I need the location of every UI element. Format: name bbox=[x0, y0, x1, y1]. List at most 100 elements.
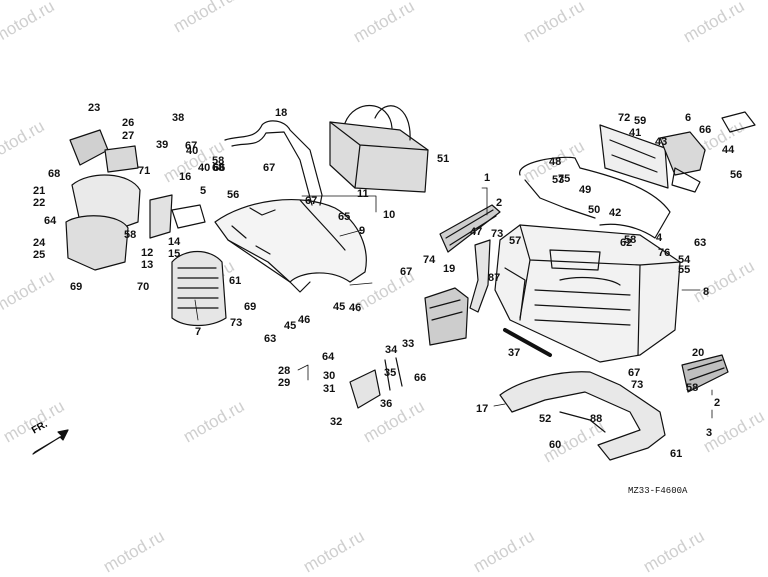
callout-4[interactable]: 4 bbox=[656, 232, 663, 244]
callout-17[interactable]: 17 bbox=[476, 403, 489, 415]
callout-19[interactable]: 19 bbox=[443, 263, 456, 275]
callout-45[interactable]: 45 bbox=[284, 320, 297, 332]
callout-50[interactable]: 50 bbox=[588, 204, 601, 216]
callout-41[interactable]: 41 bbox=[629, 127, 642, 139]
callout-40[interactable]: 40 bbox=[186, 145, 199, 157]
callout-66[interactable]: 66 bbox=[213, 162, 226, 174]
callout-2[interactable]: 2 bbox=[496, 197, 503, 209]
callout-45[interactable]: 45 bbox=[333, 301, 346, 313]
callout-73[interactable]: 73 bbox=[230, 317, 243, 329]
callout-2[interactable]: 2 bbox=[714, 397, 721, 409]
callout-24[interactable]: 24 bbox=[33, 237, 46, 249]
callout-9[interactable]: 9 bbox=[359, 225, 366, 237]
callout-21[interactable]: 21 bbox=[33, 185, 46, 197]
callout-66[interactable]: 66 bbox=[699, 124, 712, 136]
callout-58[interactable]: 58 bbox=[212, 155, 225, 167]
callout-5[interactable]: 5 bbox=[200, 185, 207, 197]
callout-30[interactable]: 30 bbox=[323, 370, 336, 382]
callout-26[interactable]: 26 bbox=[122, 117, 135, 129]
callout-68[interactable]: 68 bbox=[48, 168, 61, 180]
callout-67[interactable]: 67 bbox=[628, 367, 641, 379]
callout-88[interactable]: 88 bbox=[590, 413, 603, 425]
callout-22[interactable]: 22 bbox=[33, 197, 46, 209]
callout-67[interactable]: 67 bbox=[400, 266, 413, 278]
callout-18[interactable]: 18 bbox=[275, 107, 288, 119]
callout-63[interactable]: 63 bbox=[264, 333, 277, 345]
callout-48[interactable]: 48 bbox=[549, 156, 562, 168]
lower-rail[interactable] bbox=[499, 371, 666, 461]
callout-44[interactable]: 44 bbox=[722, 144, 735, 156]
callout-25[interactable]: 25 bbox=[33, 249, 46, 261]
callout-52[interactable]: 52 bbox=[539, 413, 552, 425]
callout-14[interactable]: 14 bbox=[168, 236, 181, 248]
callout-42[interactable]: 42 bbox=[609, 207, 622, 219]
callout-13[interactable]: 13 bbox=[141, 259, 154, 271]
callout-3[interactable]: 3 bbox=[706, 427, 713, 439]
callout-69[interactable]: 69 bbox=[70, 281, 83, 293]
callout-74[interactable]: 74 bbox=[423, 254, 436, 266]
callout-27[interactable]: 27 bbox=[122, 130, 135, 142]
mount-bracket[interactable] bbox=[149, 194, 206, 239]
callout-1[interactable]: 1 bbox=[484, 172, 491, 184]
callout-46[interactable]: 46 bbox=[298, 314, 311, 326]
callout-60[interactable]: 60 bbox=[549, 439, 562, 451]
grab-rail[interactable] bbox=[224, 120, 323, 206]
callout-39[interactable]: 39 bbox=[156, 139, 169, 151]
callout-61[interactable]: 61 bbox=[229, 275, 242, 287]
callout-58[interactable]: 58 bbox=[124, 229, 137, 241]
callout-49[interactable]: 49 bbox=[579, 184, 592, 196]
callout-43[interactable]: 43 bbox=[655, 136, 668, 148]
callout-11[interactable]: 11 bbox=[357, 188, 369, 200]
callout-68[interactable]: 68 bbox=[212, 162, 225, 174]
callout-32[interactable]: 32 bbox=[330, 416, 343, 428]
callout-70[interactable]: 70 bbox=[137, 281, 150, 293]
side-pocket[interactable] bbox=[65, 129, 141, 271]
callout-56[interactable]: 56 bbox=[227, 189, 240, 201]
callout-8[interactable]: 8 bbox=[703, 286, 710, 298]
callout-34[interactable]: 34 bbox=[385, 344, 398, 356]
callout-46[interactable]: 46 bbox=[349, 302, 362, 314]
callout-29[interactable]: 29 bbox=[278, 377, 291, 389]
callout-59[interactable]: 59 bbox=[634, 115, 647, 127]
luggage-bag[interactable] bbox=[329, 105, 429, 193]
callout-64[interactable]: 64 bbox=[44, 215, 57, 227]
callout-67[interactable]: 67 bbox=[263, 162, 276, 174]
hinge-plate[interactable] bbox=[599, 124, 669, 189]
callout-61[interactable]: 61 bbox=[670, 448, 683, 460]
callout-64[interactable]: 64 bbox=[322, 351, 335, 363]
callout-67[interactable]: 67 bbox=[305, 195, 318, 207]
callout-10[interactable]: 10 bbox=[383, 209, 396, 221]
side-reflector[interactable] bbox=[681, 354, 729, 393]
callout-58[interactable]: 58 bbox=[624, 234, 637, 246]
callout-16[interactable]: 16 bbox=[179, 171, 192, 183]
bar-rod[interactable] bbox=[503, 328, 552, 357]
callout-51[interactable]: 51 bbox=[437, 153, 450, 165]
callout-87[interactable]: 87 bbox=[488, 272, 501, 284]
cover-plate[interactable] bbox=[349, 357, 403, 409]
bracket[interactable] bbox=[469, 239, 491, 313]
callout-73[interactable]: 73 bbox=[631, 379, 644, 391]
callout-53[interactable]: 53 bbox=[552, 174, 565, 186]
callout-37[interactable]: 37 bbox=[508, 347, 521, 359]
callout-67[interactable]: 67 bbox=[185, 140, 198, 152]
callout-28[interactable]: 28 bbox=[278, 365, 291, 377]
callout-73[interactable]: 73 bbox=[491, 228, 504, 240]
callout-75[interactable]: 75 bbox=[558, 173, 571, 185]
callout-71[interactable]: 71 bbox=[138, 165, 151, 177]
trunk-box[interactable] bbox=[494, 224, 681, 363]
callout-72[interactable]: 72 bbox=[618, 112, 631, 124]
reflector-panel[interactable] bbox=[439, 204, 501, 253]
callout-65[interactable]: 65 bbox=[338, 211, 351, 223]
callout-76[interactable]: 76 bbox=[658, 247, 671, 259]
latch-assembly[interactable] bbox=[659, 111, 756, 193]
callout-36[interactable]: 36 bbox=[380, 398, 393, 410]
lid-seal[interactable] bbox=[519, 156, 671, 239]
callout-35[interactable]: 35 bbox=[384, 367, 397, 379]
callout-55[interactable]: 55 bbox=[678, 264, 691, 276]
callout-6[interactable]: 6 bbox=[685, 112, 692, 124]
trunk-lid[interactable] bbox=[214, 199, 367, 293]
callout-54[interactable]: 54 bbox=[678, 254, 691, 266]
callout-57[interactable]: 57 bbox=[509, 235, 522, 247]
callout-31[interactable]: 31 bbox=[323, 383, 336, 395]
callout-33[interactable]: 33 bbox=[402, 338, 415, 350]
